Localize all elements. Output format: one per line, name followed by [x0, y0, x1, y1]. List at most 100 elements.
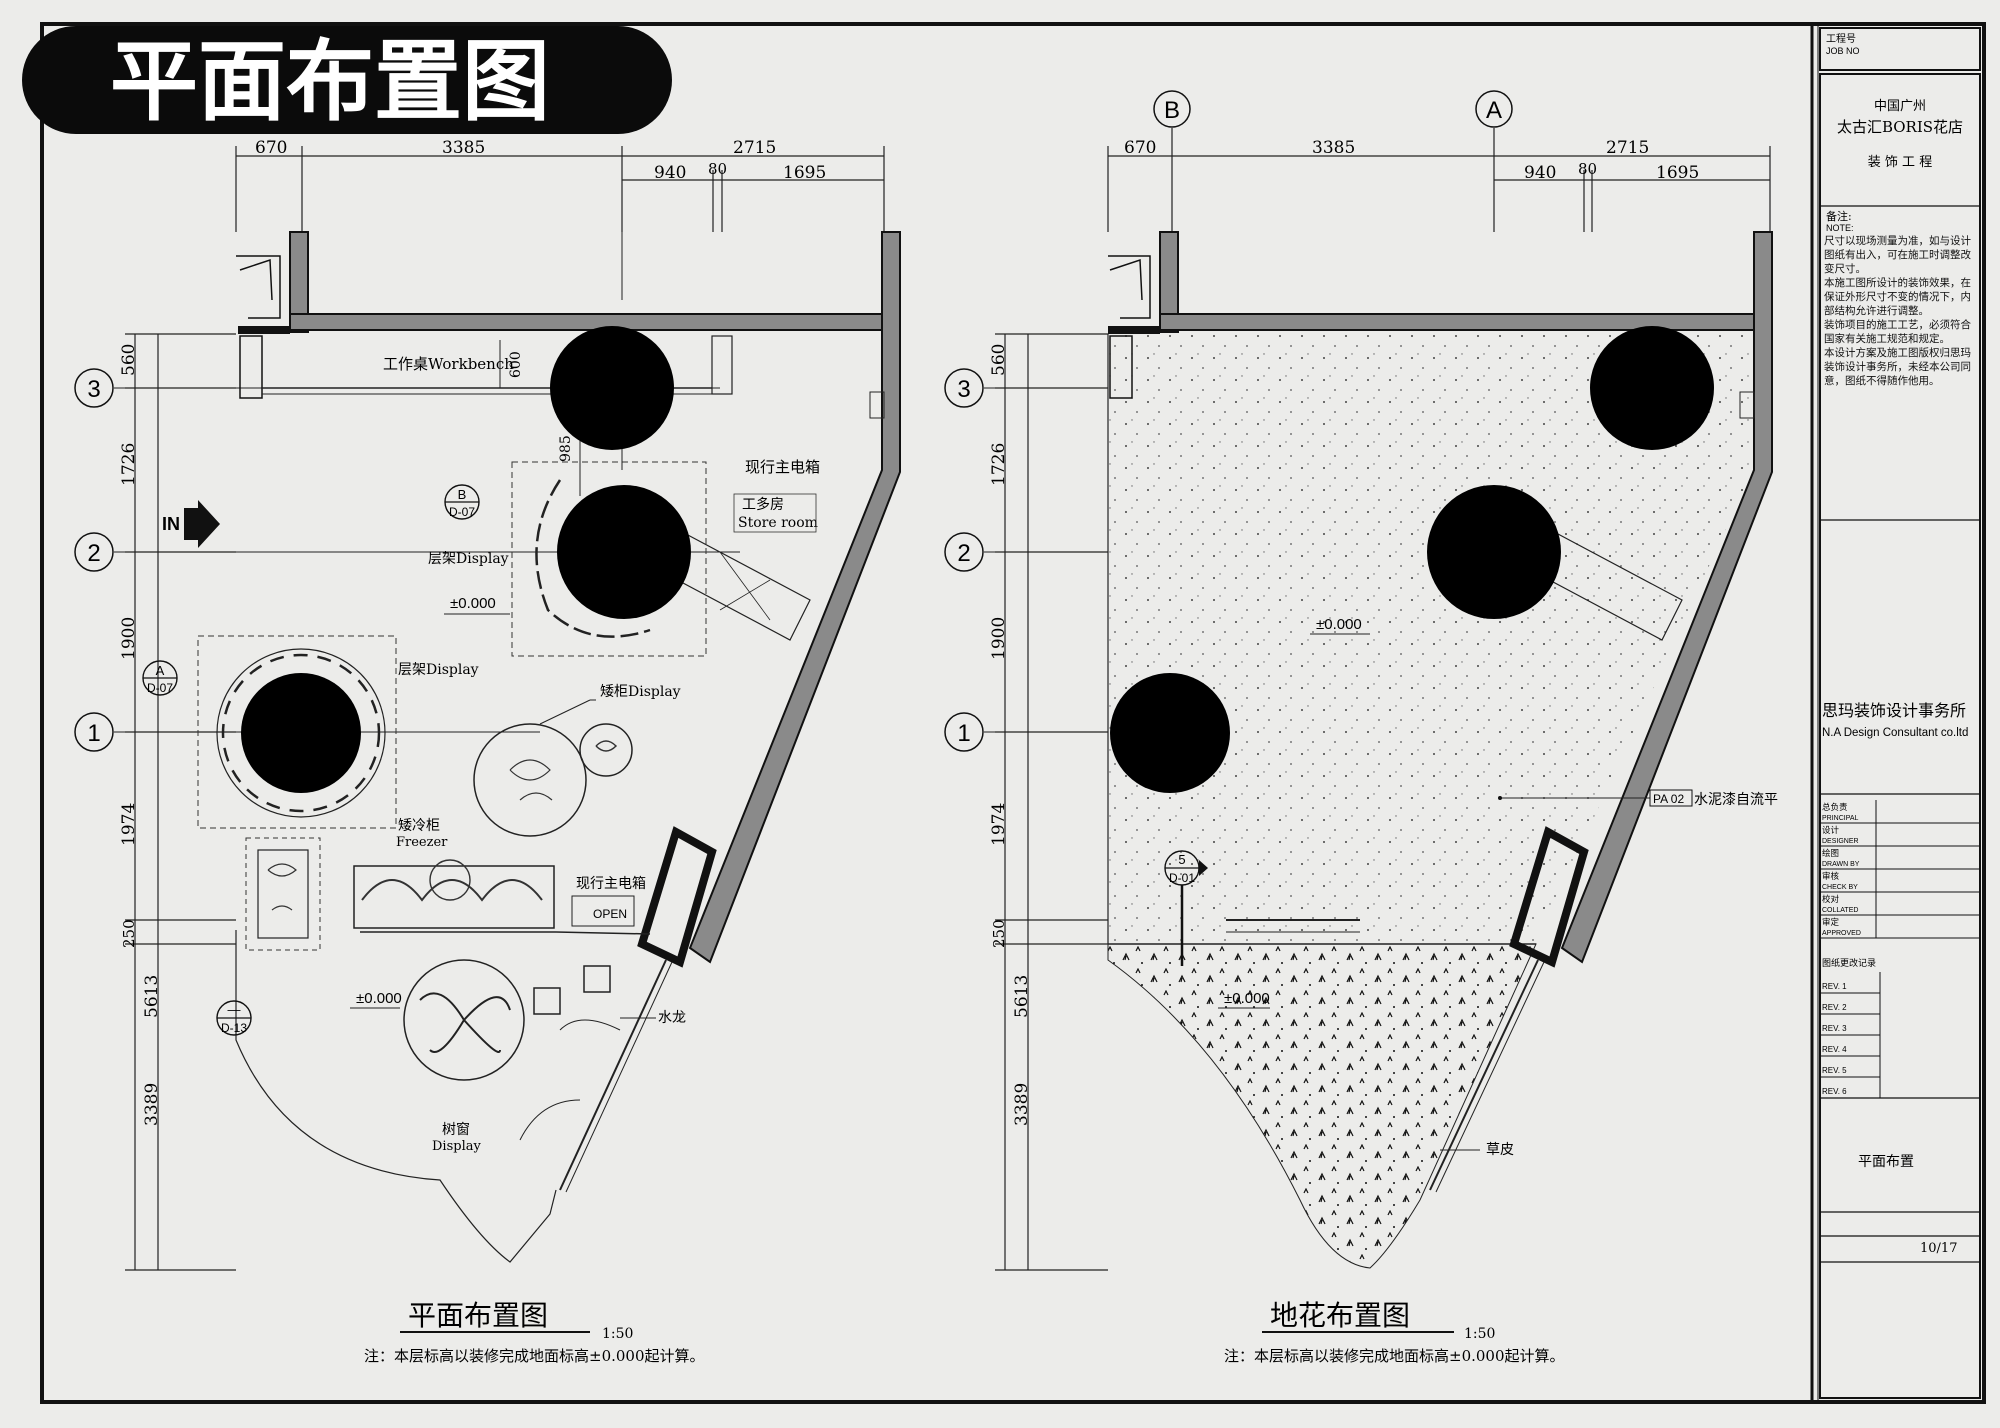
sheet-number: 10/17	[1920, 1241, 1957, 1256]
title-badge-text: 平面布置图	[110, 30, 550, 133]
label-freezer-cn: 矮冷柜	[398, 818, 440, 834]
label-window-en: Display	[432, 1139, 481, 1154]
dim-250: 250	[120, 919, 138, 948]
signature-row-cn: 绘图	[1822, 848, 1839, 859]
signature-row-en: PRINCIPAL	[1822, 815, 1859, 822]
floor-outline	[235, 930, 557, 1263]
grid-bubble-2: 2	[74, 532, 114, 572]
dim-3389-r: 3389	[1012, 1083, 1032, 1126]
dim-600: 600	[508, 351, 524, 378]
revision-row: REV. 5	[1820, 1066, 1880, 1078]
plan-title-left: 平面布置图	[408, 1299, 548, 1332]
grid-bubble-1: 1	[74, 712, 114, 752]
label-store-room-en: Store room	[738, 515, 818, 531]
svg-text:D-07: D-07	[147, 681, 173, 695]
svg-text:1: 1	[87, 720, 100, 747]
revision-label: REV. 4	[1822, 1045, 1847, 1054]
main-box-bottom	[555, 826, 717, 968]
project-location: 中国广州	[1874, 99, 1926, 114]
svg-text:B: B	[458, 487, 467, 502]
dim-2715-r: 2715	[1606, 138, 1649, 158]
revision-label: REV. 1	[1822, 982, 1847, 991]
svg-text:2: 2	[957, 540, 970, 567]
drawing-name: 平面布置	[1858, 1154, 1914, 1170]
note-left: 注：本层标高以装修完成地面标高±0.000起计算。	[364, 1347, 705, 1365]
grid-bubble-3: 3	[74, 368, 114, 408]
dim-3389: 3389	[142, 1083, 162, 1126]
walls	[236, 231, 901, 964]
revision-label: REV. 2	[1822, 1003, 1847, 1012]
dim-1974-r: 1974	[989, 803, 1009, 846]
note-4: 本设计方案及施工图版权归思玛装饰设计事务所，未经本公司同意，图纸不得随作他用。	[1824, 347, 1971, 387]
signature-row-cn: 总负责	[1822, 802, 1848, 813]
signature-row: 设计 DESIGNER	[1820, 823, 1980, 847]
signature-row-cn: 校对	[1822, 894, 1840, 905]
revision-header: 图纸更改记录	[1822, 957, 1876, 969]
note-2: 本施工图所设计的装饰效果，在保证外形尺寸不变的情况下，内部结构允许进行调整。	[1824, 277, 1971, 317]
revision-row: REV. 2	[1820, 1003, 1880, 1015]
ref-bubble-a-d07: A D-07	[142, 660, 178, 696]
note-3: 装饰项目的施工工艺，必须符合国家有关施工规范和规定。	[1824, 319, 1971, 345]
ref-bubble-5-d01: 5 D-01	[1164, 850, 1208, 966]
redaction-marks-right	[1110, 326, 1714, 793]
label-main-box-bottom: 现行主电箱	[576, 876, 646, 892]
plan-title-right: 地花布置图	[1270, 1299, 1410, 1332]
dim-985: 985	[558, 435, 574, 462]
signature-row: 总负责 PRINCIPAL	[1820, 800, 1980, 824]
signature-row-en: DRAWN BY	[1822, 861, 1860, 868]
svg-text:—: —	[228, 1002, 241, 1017]
svg-text:A: A	[156, 663, 165, 678]
signature-row-en: DESIGNER	[1822, 838, 1859, 845]
dim-940-r: 940	[1524, 163, 1556, 183]
company-name-en: N.A Design Consultant co.ltd	[1822, 727, 1968, 739]
svg-text:5: 5	[1178, 852, 1185, 867]
svg-text:B: B	[1164, 97, 1180, 124]
dim-1726: 1726	[119, 443, 139, 486]
dim-2715: 2715	[733, 138, 776, 158]
note-right: 注：本层标高以装修完成地面标高±0.000起计算。	[1224, 1347, 1565, 1365]
svg-text:D-07: D-07	[449, 505, 475, 519]
notes-label: 备注:	[1826, 209, 1852, 223]
grass-area	[1107, 943, 1537, 1269]
dim-80: 80	[708, 160, 727, 178]
svg-text:D-01: D-01	[1169, 871, 1195, 885]
sheet-border	[40, 22, 1986, 1404]
dim-1695: 1695	[783, 163, 826, 183]
level-mark-left-a: ±0.000	[450, 595, 496, 612]
dim-940: 940	[654, 163, 686, 183]
dim-5613-r: 5613	[1012, 975, 1032, 1018]
storefront	[519, 959, 673, 1193]
tree-planter	[403, 959, 525, 1081]
signature-row-cn: 设计	[1822, 825, 1840, 836]
floor-plan-left: 670 3385 2715 940 80 1695 560 1726 1900 …	[74, 138, 901, 1365]
svg-text:IN: IN	[162, 514, 180, 534]
level-mark-right-b: ±0.000	[1224, 990, 1270, 1007]
svg-text:PA 02: PA 02	[1653, 792, 1684, 806]
signature-row-en: CHECK BY	[1822, 884, 1858, 891]
level-mark-left-b: ±0.000	[356, 990, 402, 1007]
label-display-a: 层架Display	[398, 662, 479, 678]
planter-box	[245, 837, 321, 951]
note-1: 尺寸以现场测量为准，如与设计图纸有出入，可在施工时调整改变尺寸。	[1824, 235, 1971, 275]
job-label: 工程号	[1826, 33, 1856, 45]
revision-row: REV. 1	[1820, 982, 1880, 994]
signature-row-cn: 审定	[1822, 917, 1840, 928]
cement-floor-area	[1108, 334, 1752, 944]
redaction-marks-left	[241, 326, 691, 793]
scale-left: 1:50	[602, 1326, 633, 1342]
ref-bubble-d13: — D-13	[216, 1000, 252, 1036]
grid-bubble-1-r: 1	[944, 712, 984, 752]
dim-1900-r: 1900	[989, 617, 1009, 660]
signature-row-en: APPROVED	[1822, 930, 1861, 937]
grid-bubble-3-r: 3	[944, 368, 984, 408]
label-open: OPEN	[593, 907, 627, 921]
label-water-tap: 水龙	[658, 1010, 686, 1026]
svg-text:2: 2	[87, 540, 100, 567]
signature-row: 审核 CHECK BY	[1820, 869, 1980, 893]
signature-rows: 总负责 PRINCIPAL 设计 DESIGNER 绘图 DRAWN BY 审核 CHECK …	[1820, 800, 1980, 939]
revision-label: REV. 5	[1822, 1066, 1847, 1075]
signature-row-cn: 审核	[1822, 871, 1840, 882]
entry-arrow: IN	[162, 500, 220, 548]
dim-5613: 5613	[142, 975, 162, 1018]
